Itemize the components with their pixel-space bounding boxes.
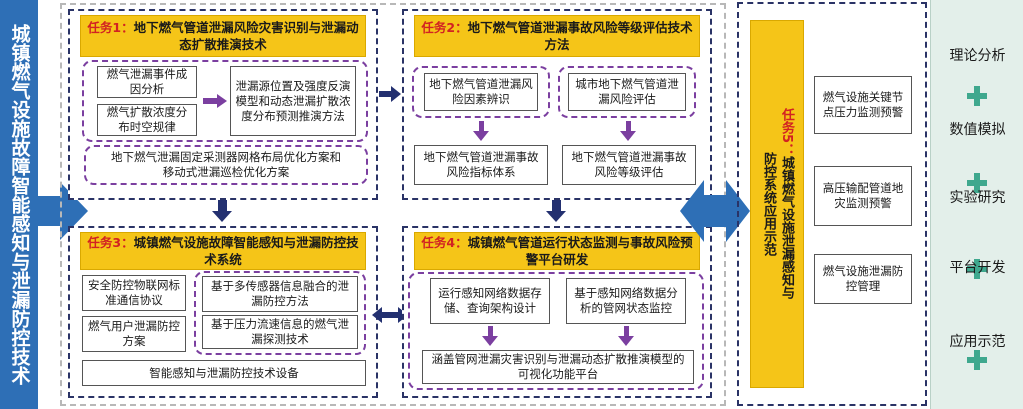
task1-title-text: 地下燃气管道泄漏风险灾害识别与泄漏动态扩散推演技术	[133, 20, 359, 52]
task1-box-b: 燃气扩散浓度分布时空规律	[97, 104, 197, 136]
task4-box-a: 运行感知网络数据存储、查询架构设计	[430, 278, 550, 324]
task4-number: 任务4：	[421, 235, 468, 250]
task4-box-b: 基于感知网络数据分析的管网状态监控	[566, 278, 686, 324]
task1-arrow-right-icon	[202, 94, 228, 108]
task1-number: 任务1：	[87, 20, 134, 35]
tasks-task5-double-arrow-icon	[680, 180, 750, 242]
task4-title-text: 城镇燃气管道运行状态监测与事故风险预警平台研发	[467, 235, 693, 267]
method-2: 数值模拟	[949, 122, 1006, 138]
task2-to-task4-arrow-icon	[546, 200, 566, 224]
task4-arrow-right-icon	[618, 326, 634, 348]
task3-number: 任务3：	[87, 235, 134, 250]
task3-box-a: 安全防控物联网标准通信协议	[82, 275, 186, 311]
task5-title-b: 防控系统应用示范	[761, 151, 776, 256]
task5-box	[737, 2, 927, 406]
task4-title: 任务4：城镇燃气管道运行状态监测与事故风险预警平台研发	[414, 232, 700, 270]
task2-title-text: 地下燃气管道泄漏事故风险等级评估技术方法	[467, 20, 693, 52]
plus-icon	[967, 259, 987, 279]
task3-title: 任务3：城镇燃气设施故障智能感知与泄漏防控技术系统	[80, 232, 366, 270]
task1-box-d: 地下燃气泄漏固定采测器网格布局优化方案和移动式泄漏巡检优化方案	[84, 145, 368, 185]
method-4: 平台开发	[949, 260, 1006, 276]
task2-box-d: 地下燃气管道泄漏事故风险等级评估	[562, 145, 696, 185]
task5-number: 任务5：	[779, 108, 794, 157]
task2-arrow-right-icon	[620, 121, 636, 143]
task3-task4-double-arrow-icon	[372, 307, 408, 323]
task5-title-a: 城镇燃气设施泄漏感知与	[779, 156, 794, 300]
task2-box-c: 地下燃气管道泄漏事故风险指标体系	[414, 145, 548, 185]
plus-icon	[967, 86, 987, 106]
task2-number: 任务2：	[421, 20, 468, 35]
task1-title: 任务1：地下燃气管道泄漏风险灾害识别与泄漏动态扩散推演技术	[80, 15, 366, 57]
task4-arrow-left-icon	[482, 326, 498, 348]
plus-icon	[967, 350, 987, 370]
task5-box-b: 高压输配管道地灾监测预警	[814, 166, 912, 226]
entry-arrow-icon	[36, 182, 88, 240]
task1-box-a: 燃气泄漏事件成因分析	[97, 66, 197, 98]
main-title: 城镇燃气设施故障智能感知与泄漏防控技术	[8, 24, 31, 385]
task2-arrow-left-icon	[473, 121, 489, 143]
methods-column: 理论分析 数值模拟 实验研究 平台开发 应用示范	[930, 0, 1023, 409]
task5-box-c: 燃气设施泄漏防控管理	[814, 254, 912, 304]
task3-box-d: 基于压力流速信息的燃气泄漏探测技术	[202, 315, 358, 349]
task1-to-task2-arrow-icon	[379, 86, 401, 102]
task5-box-a: 燃气设施关键节点压力监测预警	[814, 76, 912, 134]
task3-box-e: 智能感知与泄漏防控技术设备	[82, 360, 366, 386]
task2-group-left	[412, 66, 550, 118]
task3-box-b: 燃气用户泄漏防控方案	[82, 316, 186, 352]
task4-box-c: 涵盖管网泄漏灾害识别与泄漏动态扩散推演模型的可视化功能平台	[422, 350, 694, 384]
method-5: 应用示范	[949, 334, 1006, 350]
task2-group-right	[558, 66, 696, 118]
task5-title: 任务5：城镇燃气设施泄漏感知与 防控系统应用示范	[750, 20, 804, 388]
task1-group	[82, 60, 368, 142]
plus-icon	[967, 173, 987, 193]
task4-group	[408, 272, 704, 390]
method-1: 理论分析	[949, 48, 1006, 64]
task1-box-c: 泄漏源位置及强度反演模型和动态泄漏扩散浓度分布预测推演方法	[230, 66, 356, 136]
task2-box-b: 城市地下燃气管道泄漏风险评估	[568, 73, 686, 111]
main-title-bar: 城镇燃气设施故障智能感知与泄漏防控技术	[0, 0, 38, 409]
task1-to-task3-arrow-icon	[212, 200, 232, 224]
task2-title: 任务2：地下燃气管道泄漏事故风险等级评估技术方法	[414, 15, 700, 57]
task3-box-c: 基于多传感器信息融合的泄漏防控方法	[202, 276, 358, 312]
task3-title-text: 城镇燃气设施故障智能感知与泄漏防控技术系统	[133, 235, 359, 267]
task3-group	[194, 271, 366, 355]
method-3: 实验研究	[949, 190, 1006, 206]
task2-box-a: 地下燃气管道泄漏风险因素辨识	[424, 73, 538, 111]
